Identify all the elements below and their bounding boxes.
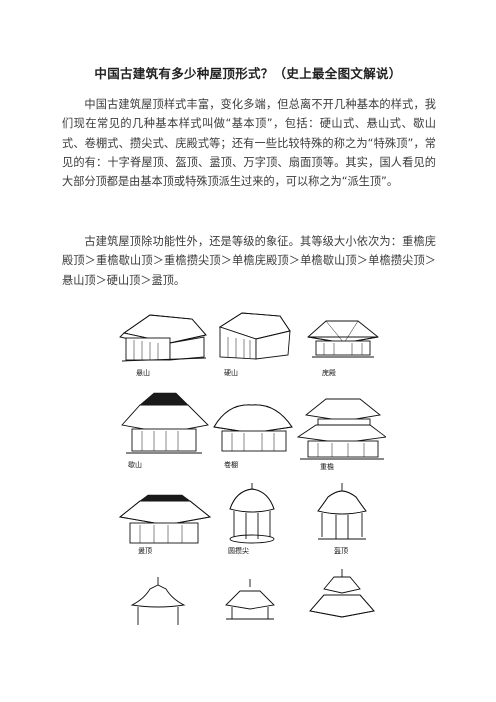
pavilion-drawing-3 xyxy=(309,569,375,618)
caption-wudian: 庑殿 xyxy=(322,368,336,377)
caption-xuanshan: 悬山 xyxy=(136,368,150,377)
kuiding-roof-drawing: 盔顶 xyxy=(317,483,367,555)
yuanzanjian-roof-drawing: 圆攒尖 xyxy=(228,483,275,555)
caption-luding: 盝顶 xyxy=(138,547,152,555)
caption-yuanzanjian: 圆攒尖 xyxy=(228,546,249,555)
paragraph-basic-roof-types: 中国古建筑屋顶样式丰富，变化多端，但总离不开几种基本的样式，我们现在常见的几种基… xyxy=(62,98,436,189)
yingshan-roof-drawing: 硬山 xyxy=(218,312,291,377)
pavilion-drawing-2 xyxy=(225,579,275,620)
article-title: 中国古建筑有多少种屋顶形式？（史上最全图文解说） xyxy=(94,66,402,81)
juanpeng-roof-drawing: 卷棚 xyxy=(213,404,293,469)
caption-xieshan: 歇山 xyxy=(128,460,142,469)
pavilion-drawing-1 xyxy=(130,577,186,625)
wudian-roof-drawing: 庑殿 xyxy=(306,320,380,377)
caption-chongyan: 重檐 xyxy=(320,462,334,471)
xieshan-roof-drawing: 歇山 xyxy=(121,392,209,469)
xuanshan-roof-drawing: 悬山 xyxy=(119,314,207,377)
caption-juanpeng: 卷棚 xyxy=(224,460,238,469)
chongyan-roof-drawing: 重檐 xyxy=(296,398,386,471)
paragraph-roof-hierarchy: 古建筑屋顶除功能性外，还是等级的象征。其等级大小依次为：重檐庑殿顶＞重檐歇山顶＞… xyxy=(62,235,436,287)
caption-yingshan: 硬山 xyxy=(224,368,238,377)
caption-kuiding: 盔顶 xyxy=(334,546,348,555)
roof-types-illustration: 悬山 硬山 庑殿 歇山 卷棚 xyxy=(110,307,386,625)
luding-roof-drawing: 盝顶 xyxy=(118,494,212,555)
